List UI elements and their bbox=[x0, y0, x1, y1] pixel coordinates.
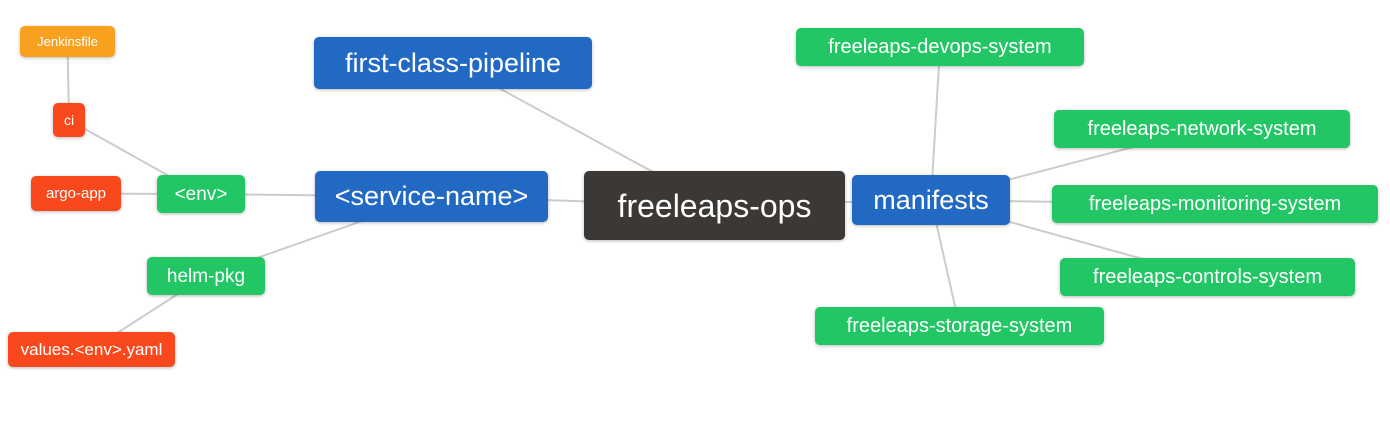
node-argo-app[interactable]: argo-app bbox=[31, 176, 121, 211]
node-jenkinsfile[interactable]: Jenkinsfile bbox=[20, 26, 115, 57]
node-ci[interactable]: ci bbox=[53, 103, 85, 137]
node-freeleaps-controls-system[interactable]: freeleaps-controls-system bbox=[1060, 258, 1355, 296]
node-freeleaps-network-system[interactable]: freeleaps-network-system bbox=[1054, 110, 1350, 148]
edge-manifests-freeleaps-devops-system bbox=[930, 46, 941, 201]
node-freeleaps-devops-system[interactable]: freeleaps-devops-system bbox=[796, 28, 1084, 66]
node-helm-pkg[interactable]: helm-pkg bbox=[147, 257, 265, 295]
node-service-name[interactable]: <service-name> bbox=[315, 171, 548, 222]
node-first-class-pipeline[interactable]: first-class-pipeline bbox=[314, 37, 592, 89]
node-freeleaps-monitoring-system[interactable]: freeleaps-monitoring-system bbox=[1052, 185, 1378, 223]
node-values-env-yaml[interactable]: values.<env>.yaml bbox=[8, 332, 175, 367]
node-env[interactable]: <env> bbox=[157, 175, 245, 213]
node-freeleaps-ops[interactable]: freeleaps-ops bbox=[584, 171, 845, 240]
node-manifests[interactable]: manifests bbox=[852, 175, 1010, 225]
node-freeleaps-storage-system[interactable]: freeleaps-storage-system bbox=[815, 307, 1104, 345]
